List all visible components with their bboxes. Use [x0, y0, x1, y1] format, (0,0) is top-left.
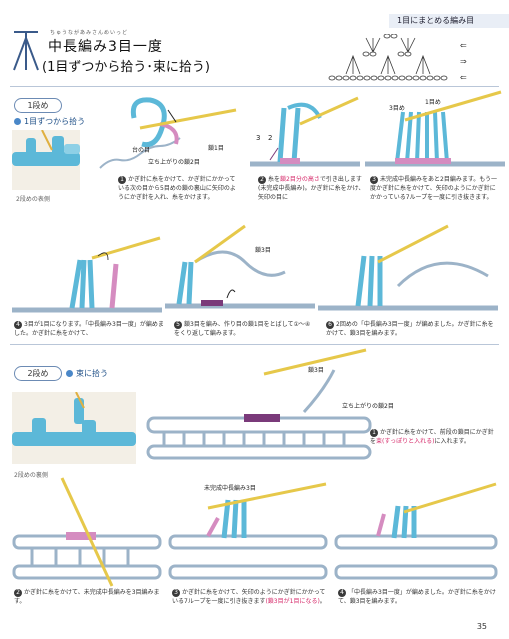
s2-step-4-text: 4「中長編み3目一度」が編めました。かぎ針に糸をかけて、鎖3目を編みます。 [338, 589, 496, 605]
step-number-5: 5 [174, 321, 182, 329]
label-chain1: 鎖1目 [208, 144, 224, 152]
label-s2-chain3: 鎖3目 [308, 366, 324, 374]
step2-illustration: 3 2 [250, 96, 360, 167]
label-third: 3目め [389, 105, 405, 112]
step4-illustration [12, 236, 162, 313]
s2-step2-illustration [12, 477, 162, 587]
page-title: 中長編み3目一度 [48, 39, 163, 55]
label-unfinished: 未完成中長編み3目 [204, 484, 256, 492]
row-badge-1: 1段め [14, 98, 62, 113]
label-first: 1目め [425, 99, 441, 106]
method-label-1: 1目ずつから拾う [14, 116, 85, 127]
page-subtitle: (1目ずつから拾う･束に拾う) [42, 60, 210, 75]
label-s2-standup: 立ち上がりの鎖2目 [342, 402, 394, 410]
s2-step1-illustration: 鎖3目 立ち上がりの鎖2目 [146, 348, 394, 460]
swatch-photo-front [12, 130, 80, 190]
step-number-6: 6 [326, 321, 334, 329]
stitch-chart-diagram: ⇐ ⇒ ⇐ [328, 34, 467, 82]
label-two: 2 [268, 134, 272, 142]
title-ruby: ちゅうながあみさんめいっど [50, 30, 129, 36]
label-standup: 立ち上がりの鎖2目 [148, 158, 200, 166]
s2-step4-illustration [334, 482, 498, 580]
swatch-image [12, 130, 80, 190]
photo-caption-2: 2段めの裏側 [14, 472, 48, 479]
label-chain3: 鎖3目 [255, 246, 271, 254]
bullet-icon [14, 118, 21, 125]
photo-caption-1: 2段めの表側 [16, 196, 50, 203]
title-divider [10, 86, 499, 87]
step3-illustration: 3目め 1目め [365, 90, 505, 167]
s2-step-number-4: 4 [338, 589, 346, 597]
s2-step-number-1: 1 [370, 429, 378, 437]
step1-illustration: 台の目 鎖1目 立ち上がりの鎖2目 [99, 97, 237, 169]
svg-text:⇐: ⇐ [460, 73, 467, 82]
swatch-photo-back [12, 392, 136, 464]
svg-text:⇐: ⇐ [460, 41, 467, 50]
step6-illustration [318, 224, 498, 311]
label-three: 3 [256, 134, 260, 142]
step5-illustration: 鎖3目 [165, 224, 315, 309]
category-tag: 1目にまとめる編み目 [389, 14, 509, 28]
s2-step-number-3: 3 [172, 589, 180, 597]
step-number-1: 1 [118, 176, 126, 184]
page-number: 35 [476, 622, 487, 631]
swatch-image-2 [12, 392, 136, 464]
svg-text:⇒: ⇒ [460, 57, 467, 66]
bullet-icon [66, 370, 73, 377]
section-divider [10, 344, 499, 345]
s2-step3-illustration: 未完成中長編み3目 [168, 482, 328, 580]
step-number-2: 2 [258, 176, 266, 184]
stitch-symbol-icon [13, 31, 39, 71]
row-badge-2: 2段め [14, 366, 62, 381]
method-label-2: 束に拾う [66, 368, 108, 379]
label-base-stitch: 台の目 [132, 146, 150, 154]
s2-step-number-2: 2 [14, 589, 22, 597]
step-number-4: 4 [14, 321, 22, 329]
step-number-3: 3 [370, 176, 378, 184]
